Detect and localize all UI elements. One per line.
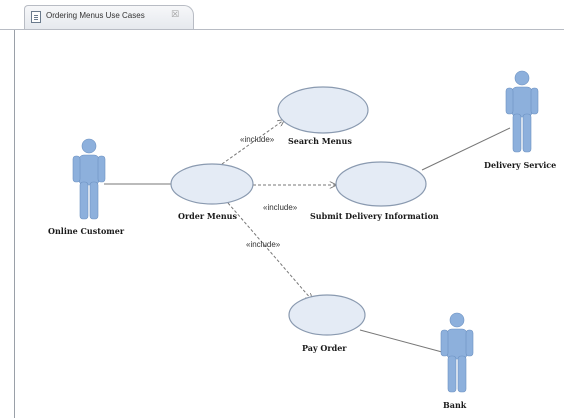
tab-ordering-menus-use-cases[interactable]: Ordering Menus Use Cases ☒ — [24, 5, 194, 29]
use-case-label-pay-order: Pay Order — [302, 343, 347, 353]
close-icon[interactable]: ☒ — [171, 10, 180, 20]
editor-left-border — [14, 30, 15, 418]
use-case-label-search-menus: Search Menus — [288, 136, 352, 146]
include-label-pay: «include» — [246, 240, 281, 249]
actor-label-bank: Bank — [443, 400, 467, 410]
actor-icon[interactable] — [440, 312, 474, 393]
use-case-order-menus[interactable] — [170, 163, 254, 205]
use-case-pay-order[interactable] — [288, 294, 366, 336]
actor-label-online-customer: Online Customer — [48, 226, 125, 236]
actor-icon[interactable] — [72, 138, 106, 220]
include-arrow-pay[interactable] — [227, 202, 312, 300]
use-case-search-menus[interactable] — [277, 86, 369, 134]
tab-title: Ordering Menus Use Cases — [46, 11, 145, 20]
include-label-submit: «include» — [263, 203, 298, 212]
include-arrow-search[interactable] — [221, 120, 284, 165]
association-pay-bank[interactable] — [359, 329, 443, 353]
use-case-label-order-menus: Order Menus — [178, 211, 237, 221]
use-case-submit-delivery[interactable] — [335, 161, 427, 207]
tab-bar-divider — [0, 29, 564, 30]
editor-tab-bar: Ordering Menus Use Cases ☒ — [0, 0, 564, 30]
use-case-label-submit-delivery: Submit Delivery Information — [310, 211, 439, 221]
include-label-search: «include» — [240, 135, 275, 144]
actor-label-delivery-service: Delivery Service — [484, 160, 557, 170]
actor-icon[interactable] — [505, 70, 539, 153]
association-delivery-submit[interactable] — [421, 127, 511, 171]
diagram-file-icon — [31, 11, 41, 23]
